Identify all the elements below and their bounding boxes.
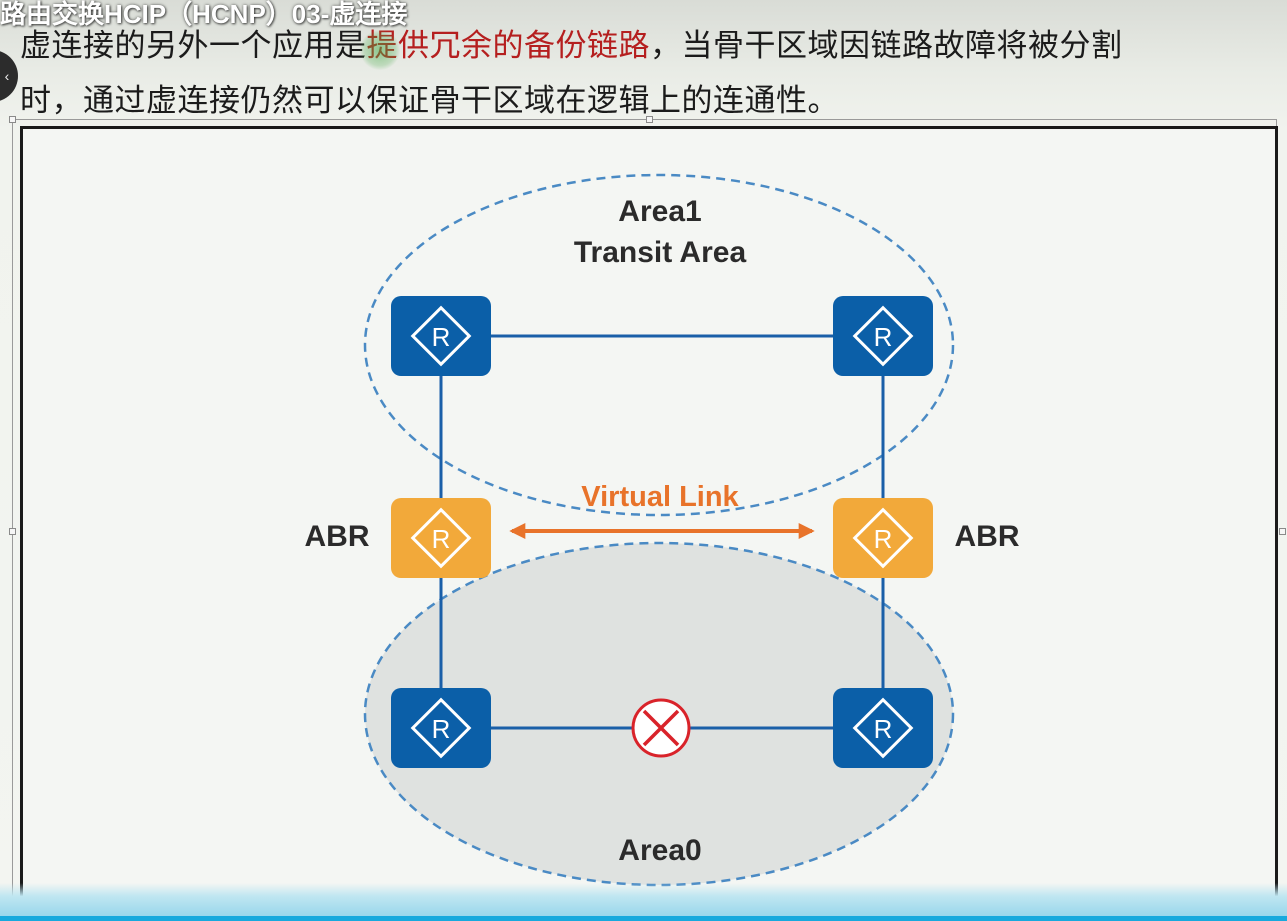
bottom-decoration bbox=[0, 883, 1287, 921]
slide-caption: 虚连接的另外一个应用是提供冗余的备份链路，当骨干区域因链路故障将被分割 时，通过… bbox=[20, 18, 1270, 128]
broken-link-x-icon bbox=[631, 698, 691, 758]
caption-highlight: 提供冗余的备份链路 bbox=[366, 28, 650, 63]
router-glyph: R bbox=[432, 524, 451, 554]
router-icon: R bbox=[389, 294, 493, 378]
router-glyph: R bbox=[432, 322, 451, 352]
transit-area-label: Transit Area bbox=[574, 236, 747, 269]
abr-router-icon: R bbox=[831, 496, 935, 580]
router-glyph: R bbox=[874, 322, 893, 352]
virtual-link-label: Virtual Link bbox=[581, 481, 739, 513]
resize-handle[interactable] bbox=[9, 528, 16, 535]
chevron-icon: ‹ bbox=[4, 68, 10, 84]
router-icon: R bbox=[831, 686, 935, 770]
video-title: 路由交换HCIP（HCNP）03-虚连接 bbox=[0, 0, 408, 29]
caption-line-2: 时，通过虚连接仍然可以保证骨干区域在逻辑上的连通性。 bbox=[20, 83, 839, 118]
abr-left-label: ABR bbox=[305, 520, 370, 553]
abr-router-icon: R bbox=[389, 496, 493, 580]
area1-boundary bbox=[363, 173, 955, 517]
resize-handle[interactable] bbox=[646, 116, 653, 123]
router-glyph: R bbox=[432, 714, 451, 744]
caption-line-1: 虚连接的另外一个应用是提供冗余的备份链路，当骨干区域因链路故障将被分割 bbox=[20, 18, 1270, 73]
resize-handle[interactable] bbox=[9, 116, 16, 123]
caption-line-1-start: 虚连接的另外一个应用是 bbox=[20, 28, 367, 63]
router-glyph: R bbox=[874, 524, 893, 554]
router-icon: R bbox=[389, 686, 493, 770]
router-glyph: R bbox=[874, 714, 893, 744]
resize-handle[interactable] bbox=[1279, 528, 1286, 535]
side-collapse-button[interactable]: ‹ bbox=[0, 50, 18, 102]
cursor-highlight bbox=[360, 30, 400, 70]
progress-bar[interactable] bbox=[0, 916, 1287, 921]
area1-label: Area1 bbox=[618, 195, 701, 228]
area0-label: Area0 bbox=[618, 834, 701, 867]
caption-line-1-end: ，当骨干区域因链路故障将被分割 bbox=[650, 28, 1123, 63]
abr-right-label: ABR bbox=[955, 520, 1020, 553]
router-icon: R bbox=[831, 294, 935, 378]
